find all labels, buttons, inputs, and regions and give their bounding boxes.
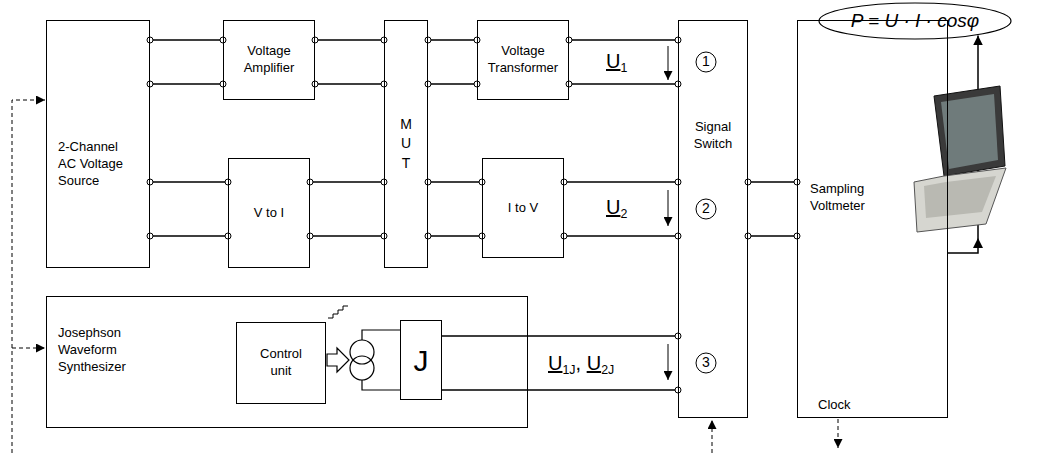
terminal-dot bbox=[561, 233, 567, 239]
control-lines bbox=[12, 100, 45, 453]
wire-connector bbox=[569, 40, 678, 84]
callout-circles bbox=[696, 199, 716, 219]
current-source-symbol bbox=[350, 340, 374, 364]
node-text: Clock bbox=[818, 397, 878, 414]
laptop-illustration bbox=[914, 86, 1006, 248]
terminal-dot bbox=[307, 233, 313, 239]
callout-circles bbox=[696, 353, 716, 373]
voltage-arrows bbox=[668, 344, 669, 380]
wire-connector bbox=[564, 182, 678, 236]
laptop-illustration bbox=[924, 176, 996, 218]
control-arrow bbox=[327, 348, 349, 372]
node-text: Control unit bbox=[251, 346, 311, 380]
control-lines bbox=[712, 420, 713, 453]
terminal-dot bbox=[425, 37, 431, 43]
wire-connector bbox=[310, 182, 384, 236]
transformer-box: Voltage Transformer bbox=[477, 20, 569, 100]
terminal-dot bbox=[425, 179, 431, 185]
laptop-illustration bbox=[914, 168, 1006, 232]
current-source-symbol bbox=[350, 356, 374, 380]
node-text: 2-Channel AC Voltage Source bbox=[58, 139, 138, 190]
node-text: V to I bbox=[254, 205, 284, 222]
signal-name: U2 bbox=[606, 196, 627, 221]
terminal-dot bbox=[147, 37, 153, 43]
wire-connector bbox=[315, 40, 384, 84]
terminal-dot bbox=[561, 179, 567, 185]
current-source-symbol bbox=[362, 330, 400, 340]
wire-connector bbox=[150, 40, 223, 84]
terminal-dot bbox=[312, 37, 318, 43]
wire-connector bbox=[150, 182, 228, 236]
mut-box: M U T bbox=[384, 20, 428, 268]
wire-connector bbox=[748, 182, 797, 236]
callout-number: 2 bbox=[696, 200, 716, 216]
terminal-dot bbox=[745, 179, 751, 185]
step-waveform-icon bbox=[328, 306, 348, 318]
ellipse-outline bbox=[819, 3, 1011, 39]
laptop-illustration bbox=[973, 238, 983, 248]
voltmeter-box: Sampling VoltmeterClock bbox=[797, 20, 948, 418]
node-text: J bbox=[414, 341, 429, 380]
formula-ellipse: P = U · I · cosφ bbox=[818, 2, 1012, 40]
converter-box: I to V bbox=[482, 158, 564, 258]
terminal-dot bbox=[147, 233, 153, 239]
node-text: Sampling Voltmeter bbox=[810, 181, 890, 215]
laptop-illustration bbox=[934, 86, 1005, 176]
converter-box: V to I bbox=[228, 158, 310, 268]
synthesizer-box: Control unit J Josephson Waveform Synthesi… bbox=[46, 296, 528, 428]
callout-circles bbox=[696, 52, 716, 373]
voltage-arrows bbox=[668, 190, 669, 226]
signal-name: U1J, U2J bbox=[548, 352, 614, 377]
wire-connector bbox=[428, 40, 477, 84]
source-box: 2-Channel AC Voltage Source bbox=[46, 20, 150, 268]
node-text: M U T bbox=[398, 115, 415, 174]
callout-number: 3 bbox=[696, 354, 716, 370]
wire-connector bbox=[442, 336, 678, 390]
terminal-dot bbox=[566, 81, 572, 87]
terminal-dot bbox=[147, 81, 153, 87]
voltage-arrows bbox=[668, 46, 669, 80]
step-waveform-icon bbox=[328, 306, 348, 318]
junction-box: J bbox=[400, 320, 442, 400]
amplifier-box: Voltage Amplifier bbox=[223, 20, 315, 100]
switch-box: Signal Switch bbox=[678, 20, 748, 418]
terminal-dot bbox=[566, 37, 572, 43]
terminal-dot bbox=[147, 179, 153, 185]
node-text: Josephson Waveform Synthesizer bbox=[58, 325, 158, 376]
control-lines bbox=[838, 419, 839, 448]
terminal-dot bbox=[312, 81, 318, 87]
control-lines bbox=[12, 348, 45, 349]
voltage-arrows bbox=[668, 46, 669, 380]
control-arrow bbox=[327, 348, 349, 372]
node-text: Voltage Amplifier bbox=[224, 43, 314, 77]
terminal-dot bbox=[425, 233, 431, 239]
node-text: I to V bbox=[508, 200, 538, 217]
wire-connector bbox=[428, 182, 482, 236]
callout-circles bbox=[696, 52, 716, 72]
node-text: Signal Switch bbox=[681, 119, 745, 153]
laptop-illustration bbox=[941, 94, 998, 169]
control-lines bbox=[12, 100, 838, 453]
control-box: Control unit bbox=[236, 322, 326, 404]
terminal-dot bbox=[425, 81, 431, 87]
terminal-dot bbox=[745, 233, 751, 239]
node-text: Voltage Transformer bbox=[478, 43, 568, 77]
callout-number: 1 bbox=[696, 53, 716, 69]
node-text: P = U · I · cosφ bbox=[851, 9, 979, 34]
current-source-symbol bbox=[362, 380, 400, 390]
current-source-symbol bbox=[350, 330, 400, 390]
signal-name: U1 bbox=[606, 50, 627, 75]
terminal-dot bbox=[307, 179, 313, 185]
